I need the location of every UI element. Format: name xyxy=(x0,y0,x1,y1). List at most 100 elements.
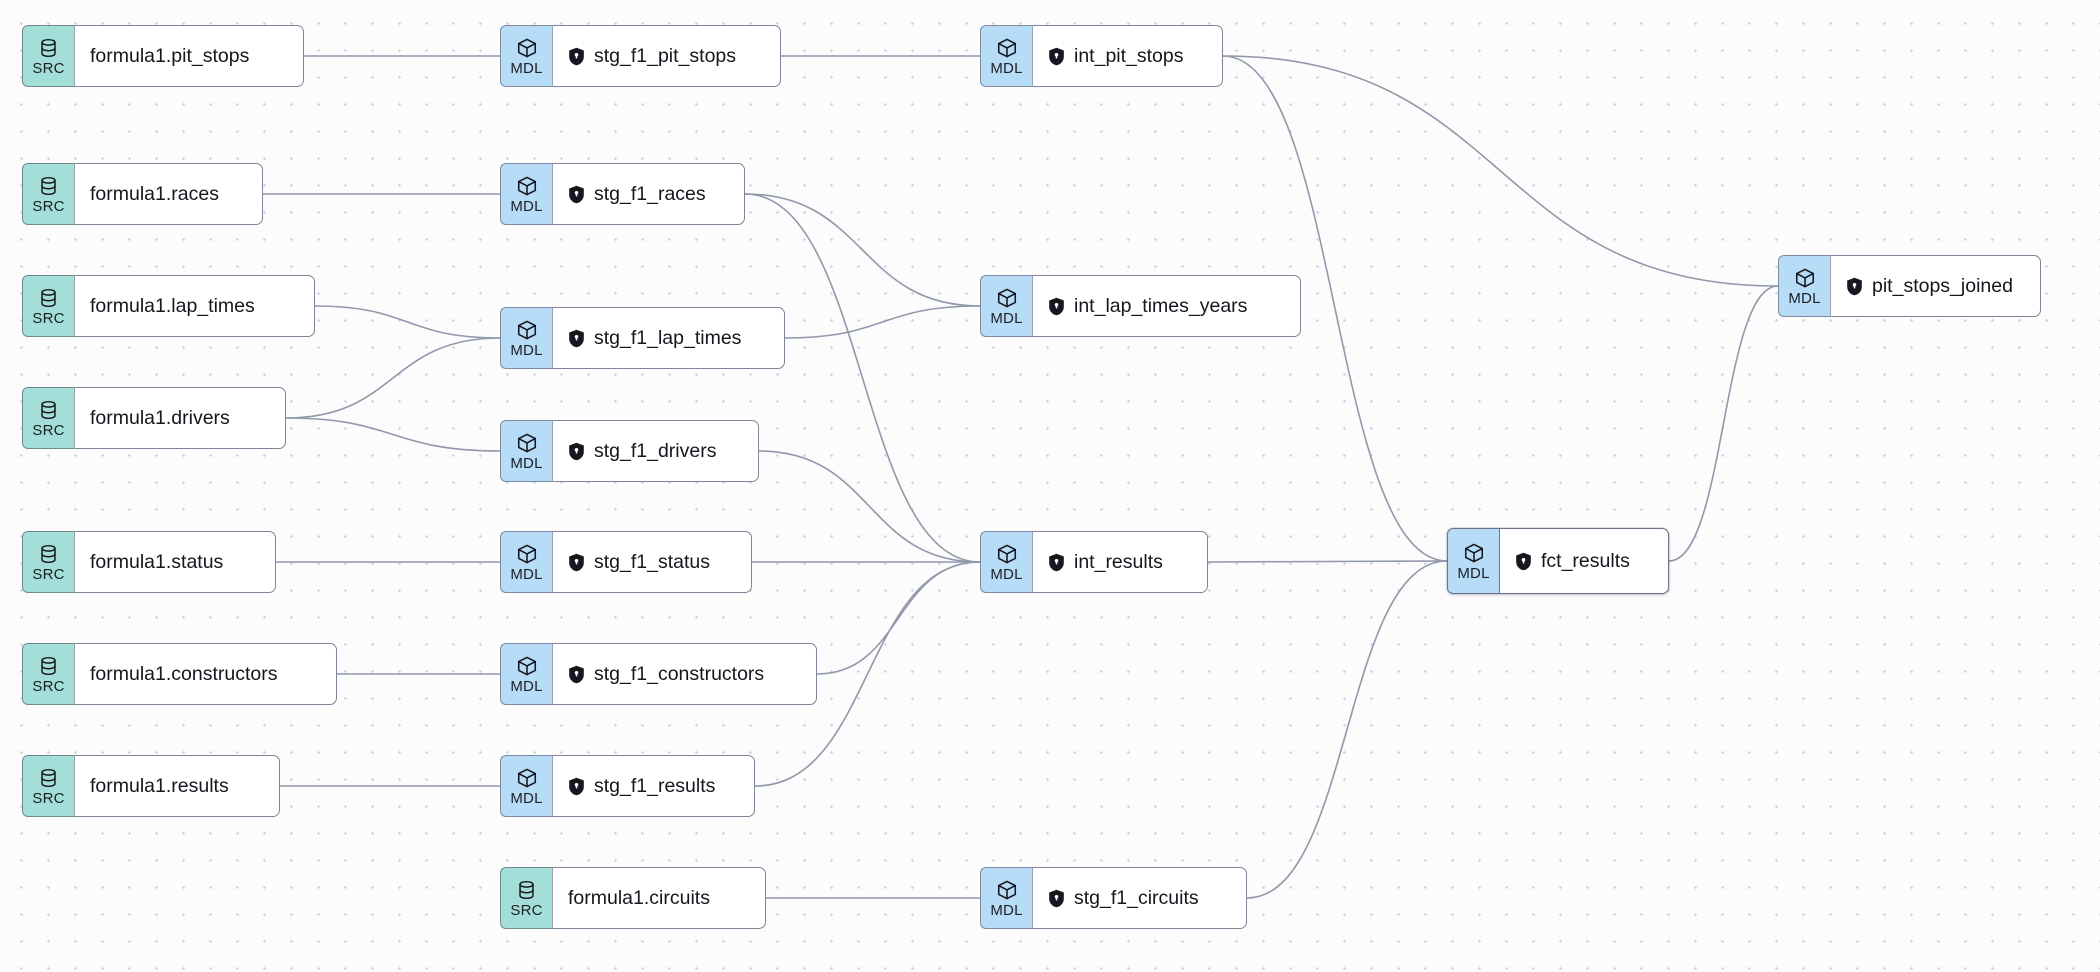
database-icon xyxy=(38,287,59,309)
shield-icon xyxy=(568,329,585,348)
node-label: stg_f1_circuits xyxy=(1074,886,1199,909)
node-label: int_results xyxy=(1074,550,1163,573)
shield-icon xyxy=(1846,277,1863,296)
dag-node-src_lap_times[interactable]: SRC formula1.lap_times xyxy=(22,275,315,337)
dag-node-stg_pit_stops[interactable]: MDL stg_f1_pit_stops xyxy=(500,25,781,87)
node-type-label: MDL xyxy=(510,678,543,695)
cube-icon xyxy=(996,879,1018,901)
node-type-label: SRC xyxy=(32,60,65,77)
database-icon xyxy=(38,399,59,421)
node-type-badge-mdl: MDL xyxy=(1778,255,1830,317)
node-type-label: SRC xyxy=(32,790,65,807)
dag-node-stg_lap_times[interactable]: MDL stg_f1_lap_times xyxy=(500,307,785,369)
node-type-label: MDL xyxy=(510,60,543,77)
node-type-badge-src: SRC xyxy=(22,643,74,705)
shield-icon xyxy=(1048,553,1065,572)
dag-node-int_results[interactable]: MDL int_results xyxy=(980,531,1208,593)
node-body: stg_f1_status xyxy=(552,531,752,593)
cube-icon xyxy=(516,655,538,677)
shield-icon xyxy=(1048,47,1065,66)
node-body: stg_f1_pit_stops xyxy=(552,25,781,87)
cube-icon xyxy=(996,287,1018,309)
node-label: stg_f1_results xyxy=(594,774,716,797)
dag-edge-stg_constructors-to-int_results xyxy=(816,561,981,675)
dag-node-stg_results[interactable]: MDL stg_f1_results xyxy=(500,755,755,817)
dag-edge-stg_drivers-to-int_results xyxy=(758,450,981,563)
cube-icon xyxy=(996,37,1018,59)
shield-icon xyxy=(568,185,585,204)
dag-node-int_pit_stops[interactable]: MDL int_pit_stops xyxy=(980,25,1223,87)
shield-icon xyxy=(1515,552,1532,571)
node-type-label: MDL xyxy=(510,790,543,807)
cube-icon xyxy=(516,432,538,454)
node-type-label: MDL xyxy=(510,198,543,215)
dag-node-src_pit_stops[interactable]: SRC formula1.pit_stops xyxy=(22,25,304,87)
cube-icon xyxy=(516,175,538,197)
dag-edge-int_results-to-fct_results xyxy=(1207,560,1448,563)
node-body: formula1.races xyxy=(74,163,263,225)
node-type-label: SRC xyxy=(32,198,65,215)
node-type-badge-mdl: MDL xyxy=(500,163,552,225)
shield-icon xyxy=(1048,297,1065,316)
dag-node-src_results[interactable]: SRC formula1.results xyxy=(22,755,280,817)
cube-icon xyxy=(516,767,538,789)
cube-icon xyxy=(516,319,538,341)
dag-edge-int_pit_stops-to-pit_stops_joined xyxy=(1222,55,1779,287)
database-icon xyxy=(38,655,59,677)
node-label: formula1.circuits xyxy=(568,886,710,909)
shield-icon xyxy=(568,442,585,461)
node-label: stg_f1_pit_stops xyxy=(594,44,737,67)
cube-icon xyxy=(1794,267,1816,289)
node-body: stg_f1_lap_times xyxy=(552,307,785,369)
node-body: formula1.circuits xyxy=(552,867,766,929)
dag-node-stg_constructors[interactable]: MDL stg_f1_constructors xyxy=(500,643,817,705)
node-type-badge-mdl: MDL xyxy=(980,25,1032,87)
node-type-label: MDL xyxy=(990,310,1023,327)
node-label: formula1.status xyxy=(90,550,224,573)
node-type-label: MDL xyxy=(510,342,543,359)
node-body: int_lap_times_years xyxy=(1032,275,1301,337)
dag-node-src_circuits[interactable]: SRC formula1.circuits xyxy=(500,867,766,929)
node-label: int_lap_times_years xyxy=(1074,294,1248,317)
node-label: formula1.lap_times xyxy=(90,294,255,317)
shield-icon xyxy=(568,47,585,66)
node-type-label: MDL xyxy=(990,902,1023,919)
dag-node-src_races[interactable]: SRC formula1.races xyxy=(22,163,263,225)
node-type-label: MDL xyxy=(990,566,1023,583)
node-label: stg_f1_races xyxy=(594,182,706,205)
node-type-badge-mdl: MDL xyxy=(500,643,552,705)
node-body: formula1.results xyxy=(74,755,280,817)
node-body: stg_f1_constructors xyxy=(552,643,817,705)
node-type-badge-src: SRC xyxy=(22,755,74,817)
dag-node-stg_races[interactable]: MDL stg_f1_races xyxy=(500,163,745,225)
node-body: formula1.drivers xyxy=(74,387,286,449)
node-label: int_pit_stops xyxy=(1074,44,1184,67)
node-type-badge-mdl: MDL xyxy=(500,420,552,482)
dag-node-stg_circuits[interactable]: MDL stg_f1_circuits xyxy=(980,867,1247,929)
node-label: formula1.results xyxy=(90,774,229,797)
dag-edge-src_drivers-to-stg_drivers xyxy=(285,417,501,452)
shield-icon xyxy=(568,777,585,796)
node-type-badge-src: SRC xyxy=(22,25,74,87)
node-type-badge-src: SRC xyxy=(500,867,552,929)
node-type-badge-src: SRC xyxy=(22,275,74,337)
dag-edge-stg_races-to-int_results xyxy=(744,193,981,563)
node-label: stg_f1_lap_times xyxy=(594,326,742,349)
node-body: formula1.pit_stops xyxy=(74,25,304,87)
node-type-label: SRC xyxy=(32,310,65,327)
node-label: formula1.races xyxy=(90,182,219,205)
database-icon xyxy=(516,879,537,901)
dag-node-int_lap_times_years[interactable]: MDL int_lap_times_years xyxy=(980,275,1301,337)
database-icon xyxy=(38,175,59,197)
node-type-label: MDL xyxy=(990,60,1023,77)
dag-edge-fct_results-to-pit_stops_joined xyxy=(1668,285,1779,562)
